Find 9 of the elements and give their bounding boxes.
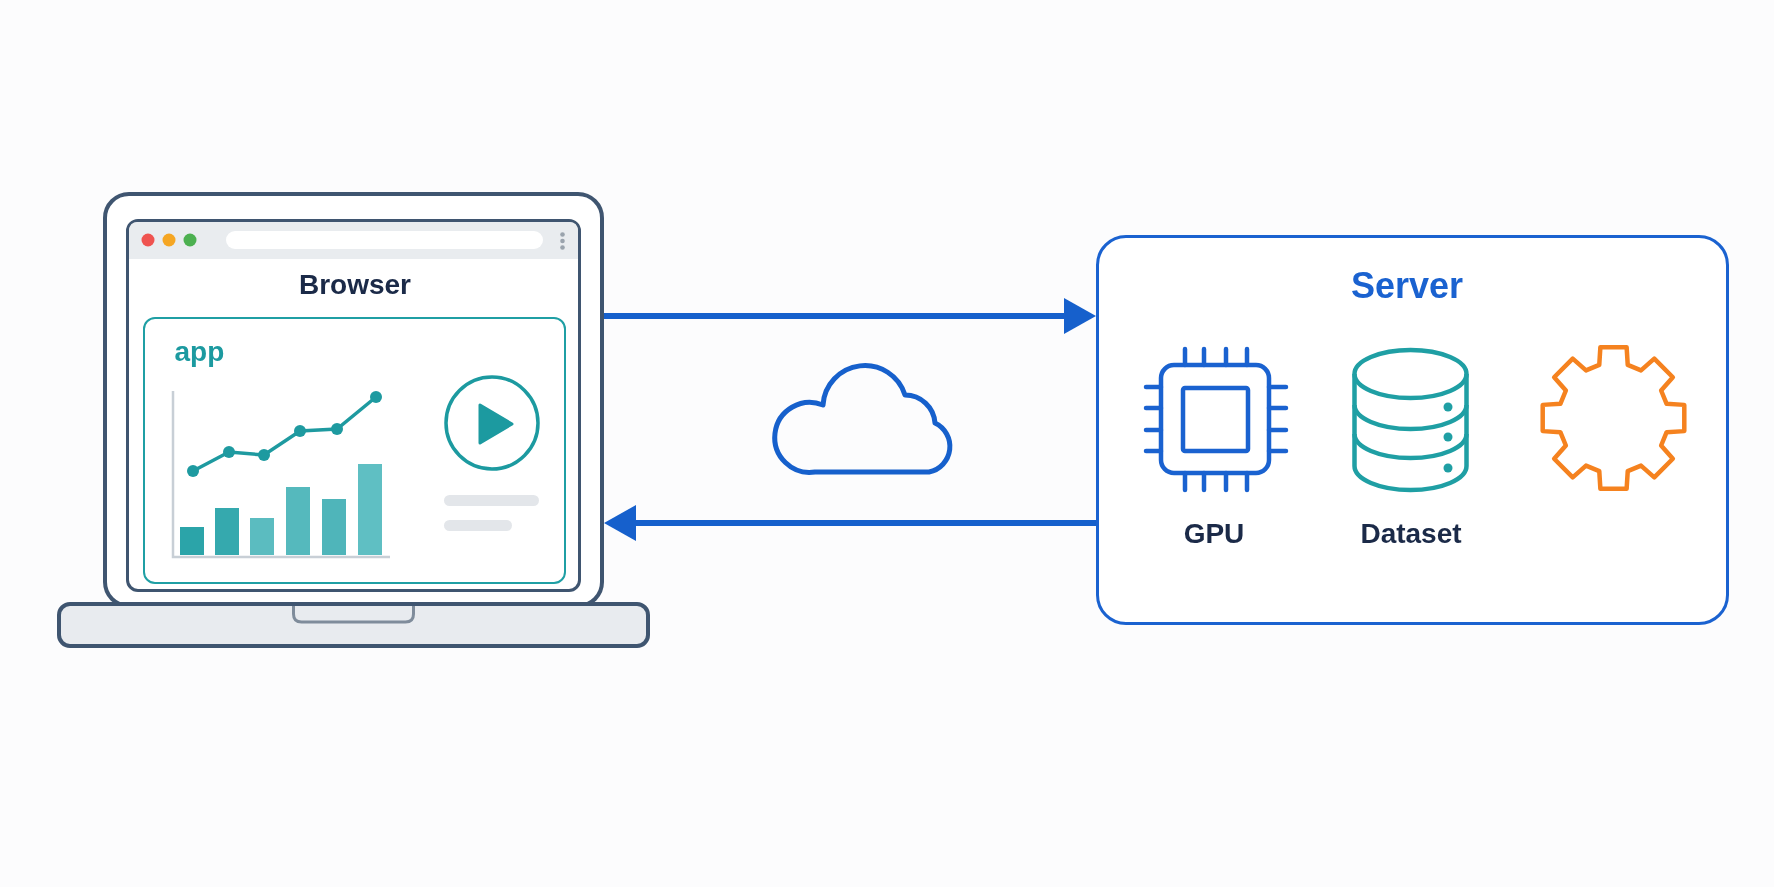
panel-title: app [174,334,225,369]
panel-title: Server [1350,264,1464,308]
app-panel [143,317,566,584]
browser-window [126,219,581,592]
item-label: Dataset [1360,517,1462,551]
window-title: Browser [299,268,411,302]
item-label: GPU [1183,517,1245,551]
server-panel [1096,235,1729,625]
gear-icon [1538,342,1689,494]
